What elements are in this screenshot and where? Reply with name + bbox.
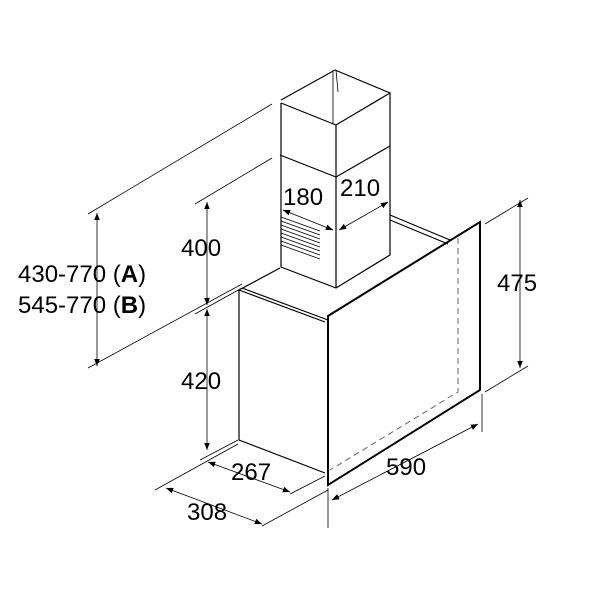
dimension-lines	[94, 200, 523, 525]
dim-body-depth: 267	[231, 459, 271, 486]
dim-body-height: 420	[181, 368, 221, 395]
dim-chimney-depth: 180	[283, 184, 323, 211]
hood-body	[238, 214, 481, 487]
vent-slots-icon	[280, 216, 321, 260]
dim-overall-depth: 308	[187, 499, 227, 526]
chimney	[279, 69, 391, 289]
dim-range-b: 545-770 (B)	[18, 292, 146, 319]
dim-width: 590	[386, 454, 426, 481]
dim-range-a: 430-770 (A)	[18, 261, 146, 288]
extension-lines	[87, 103, 529, 528]
dim-chimney-width: 210	[340, 175, 380, 202]
dim-glass-height: 475	[497, 270, 537, 297]
dim-chimney-height: 400	[181, 235, 221, 262]
